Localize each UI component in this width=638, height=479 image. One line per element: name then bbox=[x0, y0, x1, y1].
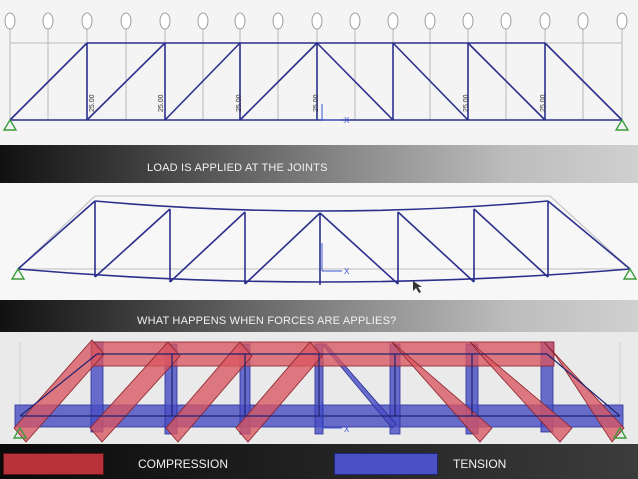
legend-bar: COMPRESSION TENSION bbox=[0, 444, 638, 479]
compression-swatch bbox=[3, 453, 104, 475]
load-label: 25.00 bbox=[540, 94, 547, 112]
grid-bubbles bbox=[4, 12, 628, 30]
load-labels: 25.00 25.00 25.00 25.00 25.00 25.00 bbox=[89, 94, 547, 112]
caption-band-joints: LOAD IS APPLIED AT THE JOINTS bbox=[0, 145, 638, 183]
deformed-truss-drawing: X bbox=[10, 195, 638, 293]
force-diagram-panel: X bbox=[0, 332, 638, 444]
axis-icon bbox=[321, 243, 342, 272]
undeformed-outline bbox=[17, 195, 631, 270]
undeformed-truss-panel: X 25.00 25.00 25.00 25.00 25.00 25.00 bbox=[0, 0, 638, 145]
support-icons bbox=[12, 426, 628, 439]
axis-x-label: X bbox=[344, 116, 350, 125]
support-icons bbox=[10, 267, 638, 280]
tension-swatch bbox=[334, 453, 438, 475]
compression-label: COMPRESSION bbox=[138, 457, 229, 471]
load-label: 25.00 bbox=[158, 94, 165, 112]
truss-members bbox=[9, 42, 623, 121]
axis-icon bbox=[321, 104, 342, 121]
caption-joints: LOAD IS APPLIED AT THE JOINTS bbox=[147, 162, 328, 174]
tension-label: TENSION bbox=[453, 457, 507, 471]
axis-x-label: X bbox=[344, 425, 350, 434]
deformed-members bbox=[17, 200, 631, 285]
cursor-icon bbox=[413, 281, 422, 293]
axis-icon bbox=[321, 402, 342, 429]
load-label: 25.00 bbox=[89, 94, 96, 112]
truss-centerlines bbox=[19, 353, 621, 417]
support-icons bbox=[2, 118, 630, 131]
load-label: 25.00 bbox=[463, 94, 470, 112]
deformed-truss-panel: X bbox=[0, 183, 638, 300]
caption-band-forces: WHAT HAPPENS WHEN FORCES ARE APPLIES? bbox=[0, 300, 638, 332]
load-label: 25.00 bbox=[313, 94, 320, 112]
undeformed-truss-drawing: X 25.00 25.00 25.00 25.00 25.00 25.00 bbox=[2, 12, 630, 131]
force-diagram-drawing: X bbox=[12, 339, 628, 443]
load-label: 25.00 bbox=[236, 94, 243, 112]
caption-forces: WHAT HAPPENS WHEN FORCES ARE APPLIES? bbox=[137, 315, 397, 327]
axis-x-label: X bbox=[344, 267, 350, 276]
